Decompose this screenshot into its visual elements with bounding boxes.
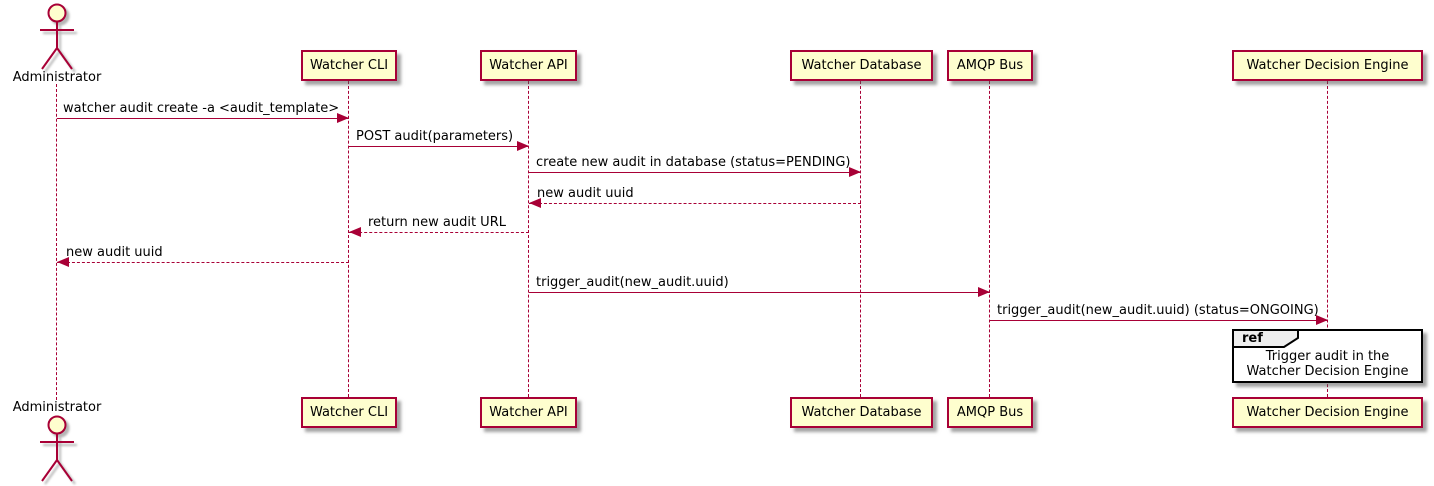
- participant-watcher-api-top: Watcher API: [480, 50, 577, 81]
- participant-amqp-bus-top: AMQP Bus: [947, 50, 1033, 81]
- administrator-actor-icon: [40, 3, 74, 70]
- message-1-label: watcher audit create -a <audit_template>: [63, 101, 340, 116]
- participant-watcher-decision-engine-top: Watcher Decision Engine: [1232, 50, 1423, 81]
- message-2-label: POST audit(parameters): [356, 129, 514, 144]
- message-7-arrowhead-icon: [978, 287, 990, 297]
- message-4-arrowhead-icon: [529, 198, 541, 208]
- lifeline-amqp-bus: [989, 81, 990, 397]
- participant-watcher-database-bottom: Watcher Database: [790, 397, 933, 428]
- lifeline-administrator: [56, 84, 57, 400]
- participant-watcher-cli-bottom: Watcher CLI: [301, 397, 397, 428]
- participant-watcher-database-top: Watcher Database: [790, 50, 933, 81]
- message-3-label: create new audit in database (status=PEN…: [536, 155, 851, 170]
- ref-content-line-1: Trigger audit in the: [1265, 349, 1390, 364]
- message-1-line: [57, 118, 349, 119]
- ref-content-line-2: Watcher Decision Engine: [1246, 364, 1409, 379]
- lifeline-watcher-database: [860, 81, 861, 397]
- message-5-line: [349, 232, 529, 233]
- ref-tab-label: ref: [1242, 331, 1263, 346]
- participant-watcher-decision-engine-bottom: Watcher Decision Engine: [1232, 397, 1423, 428]
- message-8-arrowhead-icon: [1316, 315, 1328, 325]
- message-1-arrowhead-icon: [337, 113, 349, 123]
- actor-label-administrator-top: Administrator: [12, 70, 102, 85]
- lifeline-watcher-api: [528, 81, 529, 397]
- ref-content: Trigger audit in the Watcher Decision En…: [1234, 349, 1421, 379]
- message-4-label: new audit uuid: [537, 186, 634, 201]
- message-3-arrowhead-icon: [849, 167, 861, 177]
- participant-watcher-api-bottom: Watcher API: [480, 397, 577, 428]
- participant-amqp-bus-bottom: AMQP Bus: [947, 397, 1033, 428]
- message-6-label: new audit uuid: [66, 245, 163, 260]
- administrator-actor-icon-bottom: [40, 415, 74, 482]
- message-7-label: trigger_audit(new_audit.uuid): [536, 275, 729, 290]
- actor-label-administrator-bottom: Administrator: [12, 400, 102, 415]
- participant-watcher-cli-top: Watcher CLI: [301, 50, 397, 81]
- message-7-line: [529, 292, 990, 293]
- lifeline-watcher-cli: [348, 81, 349, 397]
- message-5-label: return new audit URL: [368, 215, 506, 230]
- message-6-line: [57, 262, 349, 263]
- ref-tab-icon: [1232, 329, 1299, 348]
- message-2-arrowhead-icon: [517, 141, 529, 151]
- message-4-line: [529, 203, 861, 204]
- message-8-line: [990, 320, 1328, 321]
- message-3-line: [529, 172, 861, 173]
- message-6-arrowhead-icon: [57, 257, 69, 267]
- message-2-line: [349, 146, 529, 147]
- message-5-arrowhead-icon: [349, 227, 361, 237]
- message-8-label: trigger_audit(new_audit.uuid) (status=ON…: [997, 303, 1319, 318]
- lifeline-watcher-decision-engine: [1327, 81, 1328, 397]
- ref-fragment: ref Trigger audit in the Watcher Decisio…: [1232, 329, 1423, 383]
